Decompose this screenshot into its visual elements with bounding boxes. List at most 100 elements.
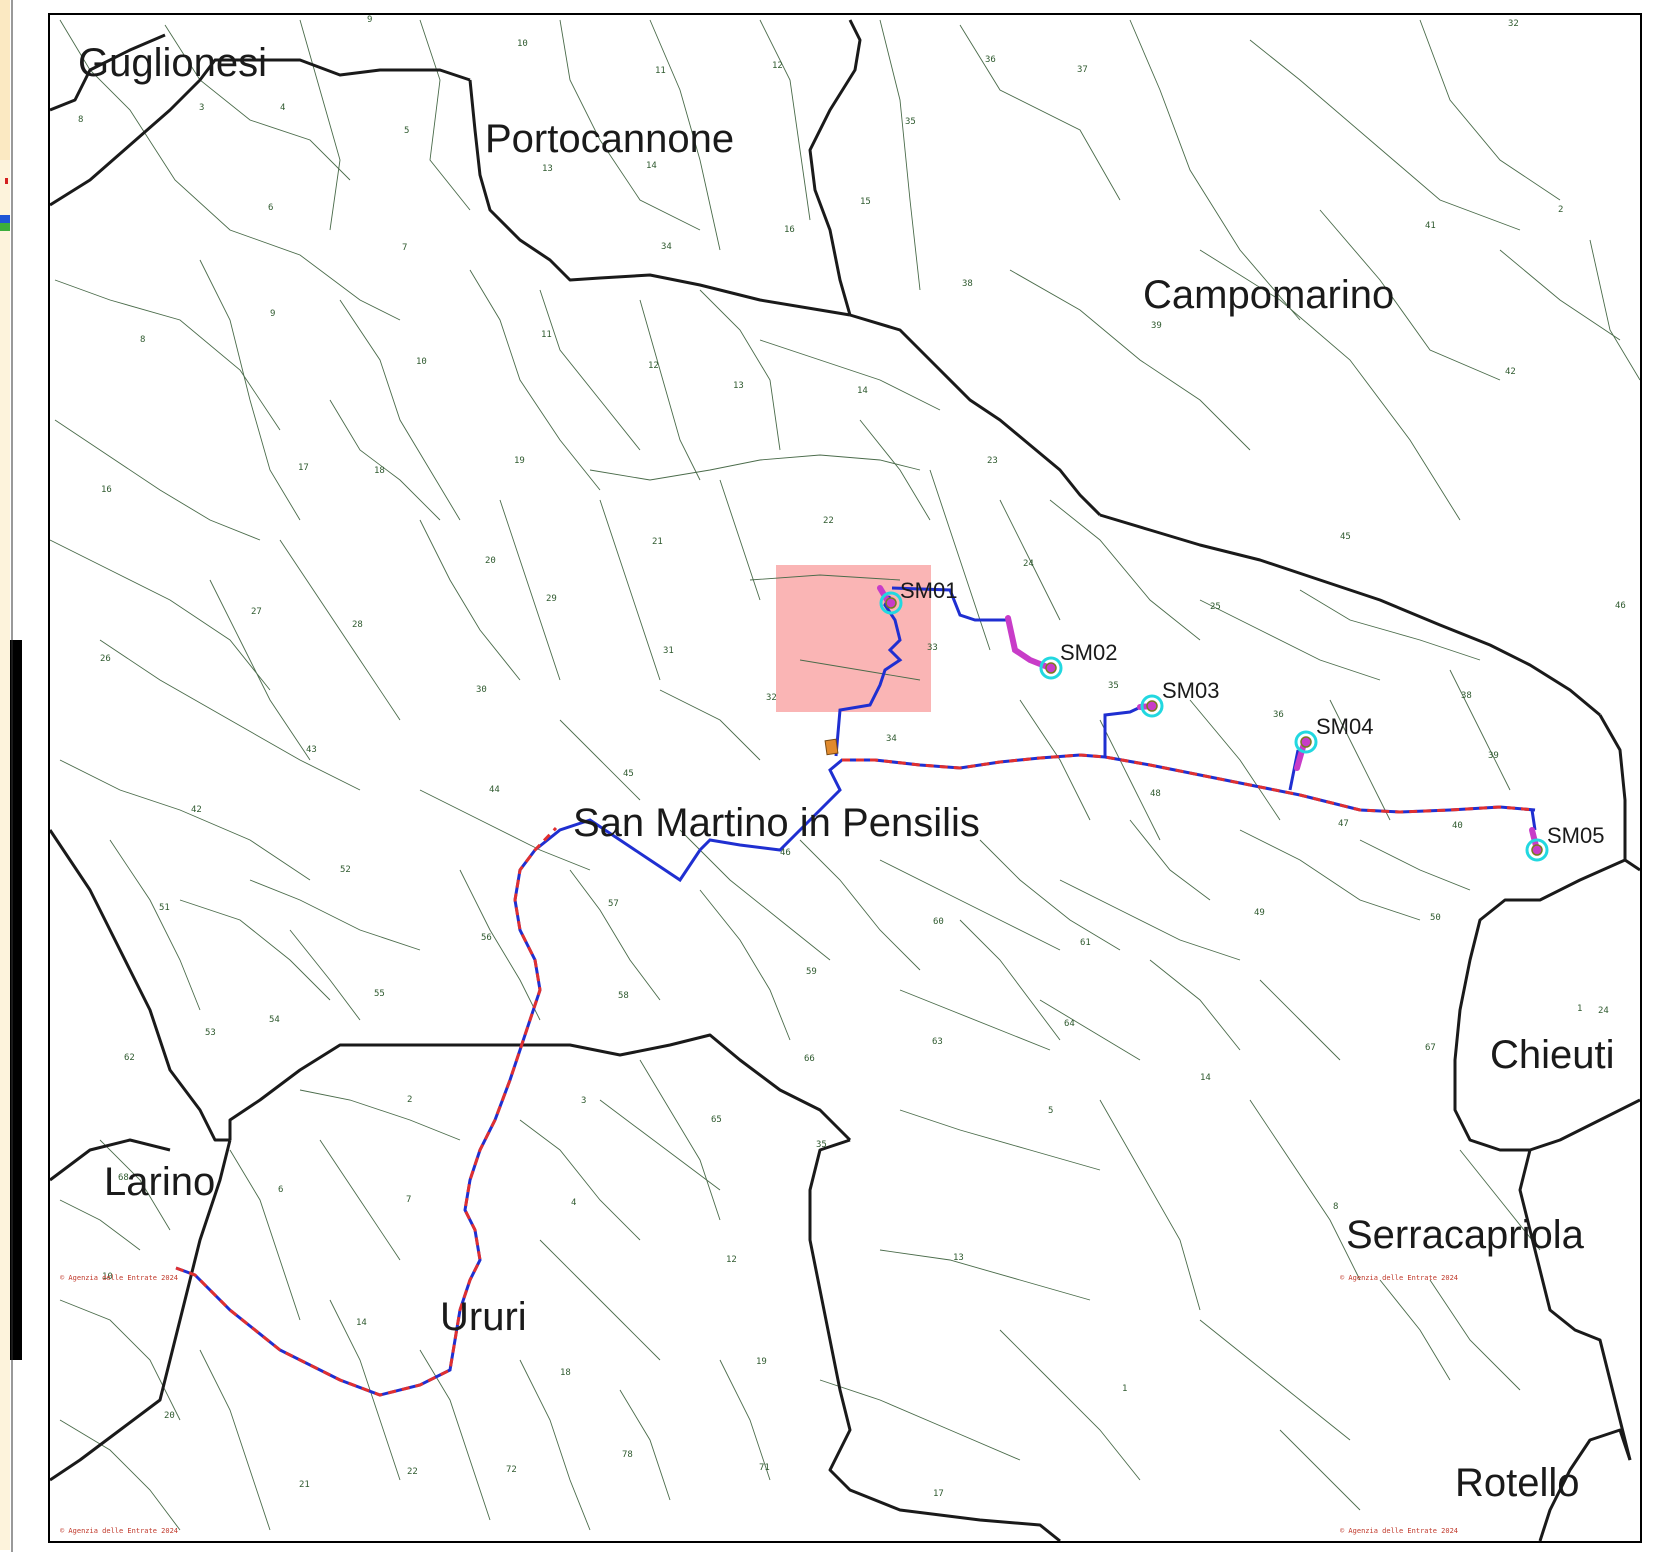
parcel-number: 26 xyxy=(100,654,111,664)
cable-branch-sm01 xyxy=(834,595,903,757)
municipality-label-ururi: Ururi xyxy=(440,1295,527,1339)
parcel-number: 3 xyxy=(581,1096,586,1106)
parcel-number: 24 xyxy=(1598,1006,1609,1016)
copyright-stamp: © Agenzia delle Entrate 2024 xyxy=(60,1274,178,1282)
parcel-number: 65 xyxy=(711,1115,722,1125)
parcel-number: 39 xyxy=(1151,321,1162,331)
parcel-number: 20 xyxy=(164,1411,175,1421)
parcel-number: 8 xyxy=(78,115,83,125)
parcel-number: 67 xyxy=(1425,1043,1436,1053)
parcel-number: 68 xyxy=(118,1173,129,1183)
parcel-number: 59 xyxy=(806,967,817,977)
parcel-number: 8 xyxy=(1333,1202,1338,1212)
parcel-number: 8 xyxy=(140,335,145,345)
parcel-number: 19 xyxy=(756,1357,767,1367)
parcel-number: 47 xyxy=(1338,819,1349,829)
cable-branch-sm05 xyxy=(1530,809,1537,831)
cable-route-dashed xyxy=(175,826,558,1397)
parcel-number: 35 xyxy=(905,117,916,127)
municipality-label-larino: Larino xyxy=(104,1160,215,1204)
municipality-label-portocannone: Portocannone xyxy=(485,117,734,161)
parcel-number: 13 xyxy=(953,1253,964,1263)
copyright-stamp: © Agenzia delle Entrate 2024 xyxy=(1340,1527,1458,1535)
parcel-number: 29 xyxy=(546,594,557,604)
parcel-number: 46 xyxy=(780,848,791,858)
copyright-stamp: © Agenzia delle Entrate 2024 xyxy=(60,1527,178,1535)
parcel-number: 56 xyxy=(481,933,492,943)
parcel-number: 39 xyxy=(1488,751,1499,761)
parcel-number: 10 xyxy=(517,39,528,49)
cable-route-main xyxy=(175,753,1536,1397)
parcel-number: 45 xyxy=(623,769,634,779)
turbine-sm01[interactable] xyxy=(879,591,903,615)
cable-branch-sm04 xyxy=(1288,749,1300,791)
turbine-sm04[interactable] xyxy=(1294,730,1318,754)
parcel-number: 32 xyxy=(1508,19,1519,29)
parcel-number: 19 xyxy=(514,456,525,466)
parcel-number: 14 xyxy=(356,1318,367,1328)
parcel-number: 54 xyxy=(269,1015,280,1025)
parcel-number: 4 xyxy=(280,103,285,113)
parcel-number: 66 xyxy=(804,1054,815,1064)
turbine-markers xyxy=(879,591,1549,862)
turbine-sm05[interactable] xyxy=(1525,838,1549,862)
turbine-label-sm05: SM05 xyxy=(1547,823,1604,848)
parcel-number: 11 xyxy=(655,66,666,76)
parcel-number: 42 xyxy=(191,805,202,815)
map-frame xyxy=(48,13,1642,1543)
municipality-label-chieuti: Chieuti xyxy=(1490,1033,1615,1077)
parcel-number: 14 xyxy=(1200,1073,1211,1083)
municipality-label-guglionesi: Guglionesi xyxy=(78,41,267,85)
left-margin-strip xyxy=(0,0,22,1552)
parcel-number: 5 xyxy=(404,126,409,136)
cable-branch-sm03 xyxy=(1103,703,1146,757)
parcel-number: 48 xyxy=(1150,789,1161,799)
turbine-sm02[interactable] xyxy=(1039,656,1063,680)
parcel-number: 36 xyxy=(985,55,996,65)
parcel-number: 62 xyxy=(124,1053,135,1063)
substation-marker[interactable] xyxy=(824,738,839,756)
parcel-number: 37 xyxy=(1077,65,1088,75)
parcel-number: 4 xyxy=(571,1198,576,1208)
parcel-number: 11 xyxy=(541,330,552,340)
parcel-number: 38 xyxy=(962,279,973,289)
copyright-stamps: © Agenzia delle Entrate 2024 © Agenzia d… xyxy=(60,1274,1458,1535)
parcel-number: 20 xyxy=(485,556,496,566)
parcel-number: 49 xyxy=(1254,908,1265,918)
municipal-boundaries xyxy=(50,19,1640,1541)
cable-link-sm02 xyxy=(1005,615,1053,671)
parcel-number: 1 xyxy=(1577,1004,1582,1014)
parcel-number: 18 xyxy=(560,1368,571,1378)
parcel-number: 28 xyxy=(352,620,363,630)
parcel-number: 12 xyxy=(726,1255,737,1265)
parcel-number: 53 xyxy=(205,1028,216,1038)
turbine-label-sm04: SM04 xyxy=(1316,714,1373,739)
municipality-label-san-martino: San Martino in Pensilis xyxy=(573,801,980,845)
parcel-number: 42 xyxy=(1505,367,1516,377)
left-margin-graphics xyxy=(0,0,22,1552)
parcel-number: 7 xyxy=(402,243,407,253)
parcel-number: 14 xyxy=(646,161,657,171)
parcel-number: 21 xyxy=(299,1480,310,1490)
parcel-number: 41 xyxy=(1425,221,1436,231)
municipality-label-rotello: Rotello xyxy=(1455,1461,1580,1505)
turbine-label-sm01: SM01 xyxy=(900,578,957,603)
parcel-number: 10 xyxy=(102,1272,113,1282)
parcel-number: 12 xyxy=(648,361,659,371)
turbine-sm03[interactable] xyxy=(1140,694,1164,718)
parcel-number: 61 xyxy=(1080,938,1091,948)
parcel-number: 24 xyxy=(1023,559,1034,569)
turbine-label-sm03: SM03 xyxy=(1162,678,1219,703)
cable-route-dashed-east xyxy=(842,753,1536,814)
parcel-number: 17 xyxy=(298,463,309,473)
parcel-number: 16 xyxy=(101,485,112,495)
parcel-number: 18 xyxy=(374,466,385,476)
parcel-number: 9 xyxy=(367,15,372,25)
municipality-label-campomarino: Campomarino xyxy=(1143,273,1394,317)
parcel-number: 46 xyxy=(1615,601,1626,611)
parcel-number: 2 xyxy=(1558,205,1563,215)
parcel-number: 12 xyxy=(772,61,783,71)
parcel-number: 6 xyxy=(268,203,273,213)
